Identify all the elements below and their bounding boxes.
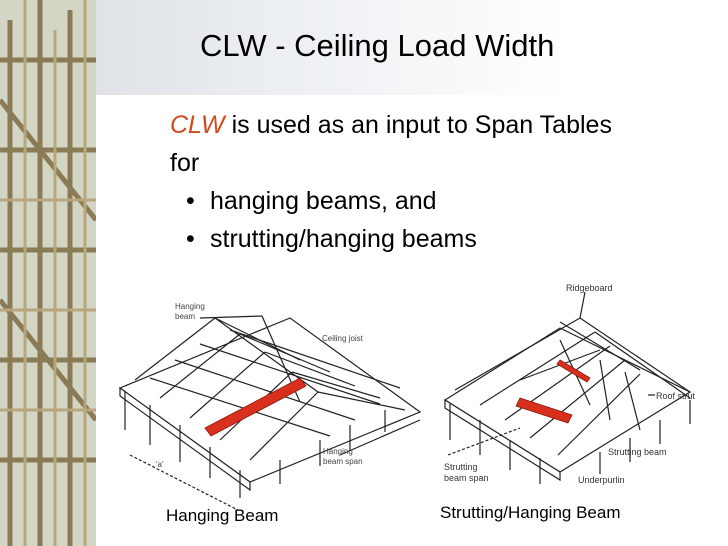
label-text: beam span	[444, 473, 489, 483]
label-text: Hanging	[323, 447, 353, 456]
caption-strutting-hanging-beam: Strutting/Hanging Beam	[440, 503, 621, 523]
hanging-beam-drawing	[120, 316, 420, 510]
label-underpurlin: Underpurlin	[578, 475, 625, 486]
label-text: Strutting	[444, 462, 478, 472]
label-a: 'a'	[156, 460, 164, 470]
label-ceiling-joist: Ceiling joist	[322, 334, 363, 344]
label-text: beam	[175, 312, 195, 321]
label-ridgeboard: Ridgeboard	[566, 283, 613, 294]
label-text: Hanging	[175, 302, 205, 311]
label-strutting-beam: Strutting beam	[608, 447, 667, 458]
label-text: beam span	[323, 457, 363, 466]
label-roof-strut: Roof strut	[656, 391, 695, 402]
caption-hanging-beam: Hanging Beam	[166, 506, 278, 526]
